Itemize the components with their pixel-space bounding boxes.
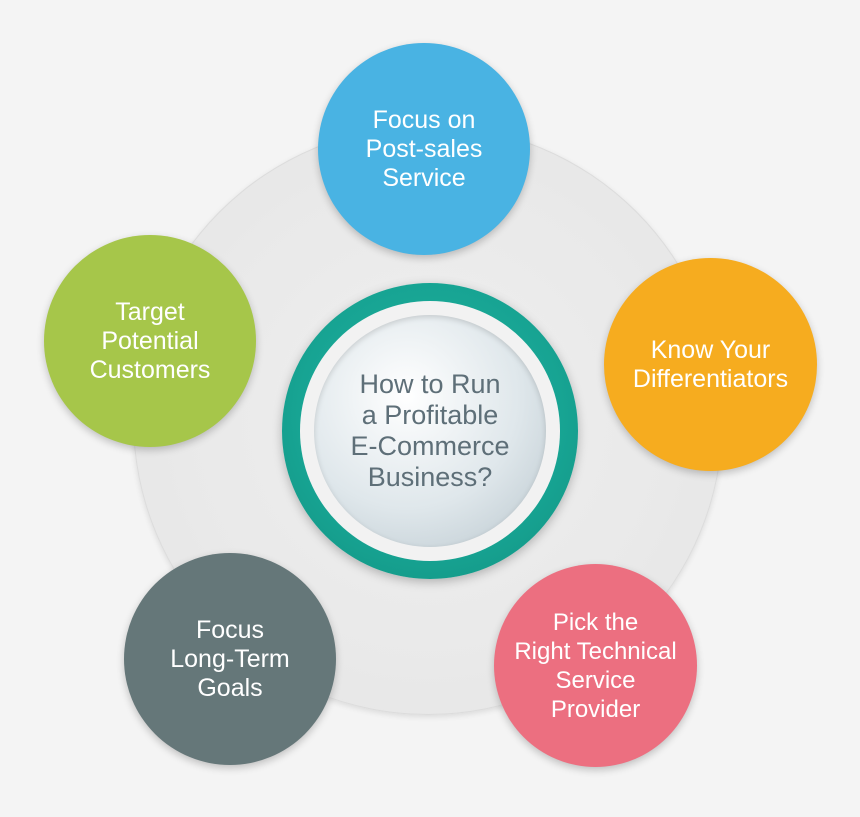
node-post-sales-service: Focus on Post-sales Service xyxy=(318,43,530,255)
node-label-long-term: Focus Long-Term Goals xyxy=(170,615,290,702)
center-title: How to Run a Profitable E-Commerce Busin… xyxy=(350,369,510,492)
node-target-customers: Target Potential Customers xyxy=(44,235,256,447)
node-label-tech-provider: Pick the Right Technical Service Provide… xyxy=(514,608,677,723)
node-label-target-customers: Target Potential Customers xyxy=(89,297,211,384)
center-hub: How to Run a Profitable E-Commerce Busin… xyxy=(314,315,546,547)
node-technical-service-provider: Pick the Right Technical Service Provide… xyxy=(494,564,697,767)
node-know-differentiators: Know Your Differentiators xyxy=(604,258,817,471)
node-label-post-sales: Focus on Post-sales Service xyxy=(365,105,483,192)
node-label-differentiators: Know Your Differentiators xyxy=(632,335,789,393)
node-long-term-goals: Focus Long-Term Goals xyxy=(124,553,336,765)
